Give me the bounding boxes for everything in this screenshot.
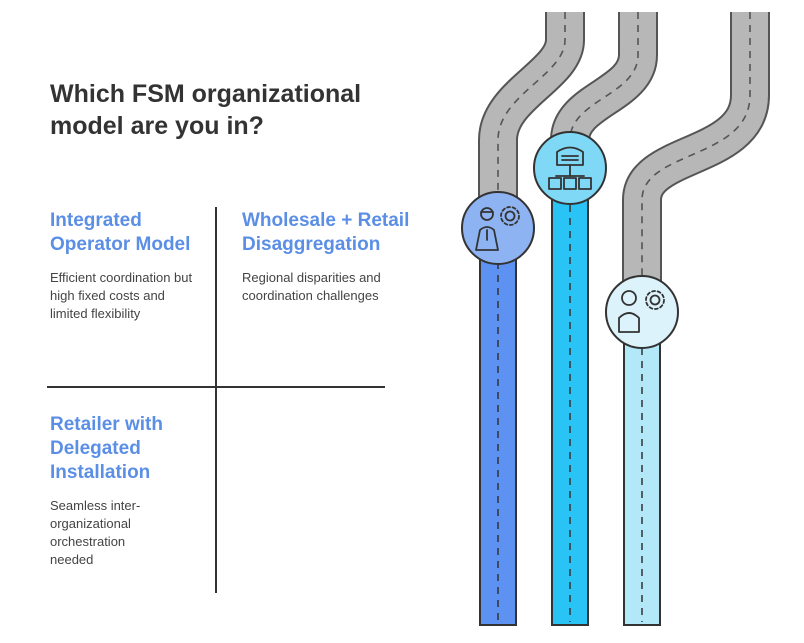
model-title: Wholesale + Retail Disaggregation: [242, 210, 410, 255]
lane-1: [479, 229, 517, 626]
quadrant-divider-horizontal: [47, 386, 385, 388]
quadrant-divider-vertical: [215, 207, 217, 593]
model-title: Integrated Operator Model: [50, 210, 191, 255]
page-title: Which FSM organizational model are you i…: [50, 80, 362, 140]
model-integrated-operator: Integrated Operator Model Efficient coor…: [50, 209, 200, 323]
model-wholesale-retail: Wholesale + Retail Disaggregation Region…: [242, 209, 422, 305]
person-gear-icon: [461, 191, 535, 265]
user-gear-icon: [605, 275, 679, 349]
model-description: Efficient coordination but high fixed co…: [50, 270, 193, 321]
road-3: [622, 12, 770, 626]
model-description: Regional disparities and coordination ch…: [242, 270, 381, 303]
model-description: Seamless inter-organizational orchestrat…: [50, 498, 141, 567]
road-1: [478, 12, 585, 626]
model-retailer-delegated: Retailer with Delegated Installation Sea…: [50, 413, 210, 569]
warehouse-network-icon: [533, 131, 607, 205]
model-title: Retailer with Delegated Installation: [50, 414, 163, 483]
